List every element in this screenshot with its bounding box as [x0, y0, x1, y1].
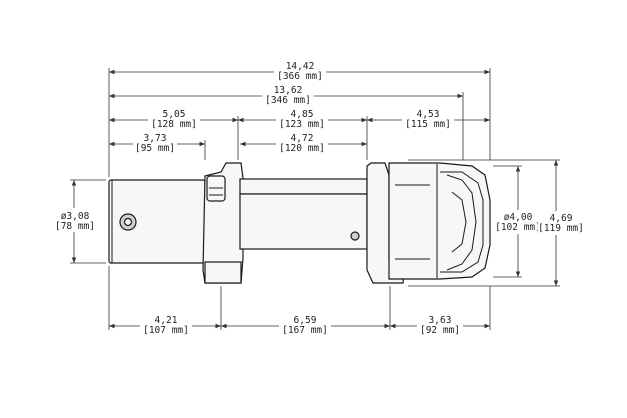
label-3-73: 3,73: [144, 133, 167, 144]
label-overall-length: 14,42: [286, 61, 315, 72]
label-motor-diameter: ø3,08: [61, 211, 90, 222]
label-motor-diameter-metric: [78 mm]: [55, 221, 95, 232]
label-4-53-metric: [115 mm]: [405, 119, 451, 130]
label-gearbox-diameter: ø4,00: [504, 212, 533, 223]
label-4-21-metric: [107 mm]: [143, 325, 189, 336]
label-3-63-metric: [92 mm]: [420, 325, 460, 336]
label-5-05: 5,05: [163, 109, 186, 120]
label-4-72: 4,72: [291, 133, 314, 144]
label-4-21: 4,21: [155, 315, 178, 326]
label-3-73-metric: [95 mm]: [135, 143, 175, 154]
label-4-85-metric: [123 mm]: [279, 119, 325, 130]
label-4-72-metric: [120 mm]: [279, 143, 325, 154]
label-6-59: 6,59: [294, 315, 317, 326]
label-4-85: 4,85: [291, 109, 314, 120]
label-3-63: 3,63: [429, 315, 452, 326]
label-5-05-metric: [128 mm]: [151, 119, 197, 130]
label-13-62: 13,62: [274, 85, 303, 96]
label-4-53: 4,53: [417, 109, 440, 120]
extension-lines: [70, 68, 560, 330]
label-overall-length-metric: [366 mm]: [277, 71, 323, 82]
label-overall-height: 4,69: [550, 213, 573, 224]
dimension-labels: 14,42 [366 mm] 13,62 [346 mm] 5,05 [128 …: [55, 60, 584, 336]
label-gearbox-diameter-metric: [102 mm]: [495, 222, 541, 233]
label-overall-height-metric: [119 mm]: [538, 223, 584, 234]
label-13-62-metric: [346 mm]: [265, 95, 311, 106]
winch-body: [108, 162, 491, 284]
label-6-59-metric: [167 mm]: [282, 325, 328, 336]
gearbox-housing: [388, 162, 491, 280]
cable-drum: [239, 178, 368, 195]
drum-fastener: [350, 231, 360, 241]
